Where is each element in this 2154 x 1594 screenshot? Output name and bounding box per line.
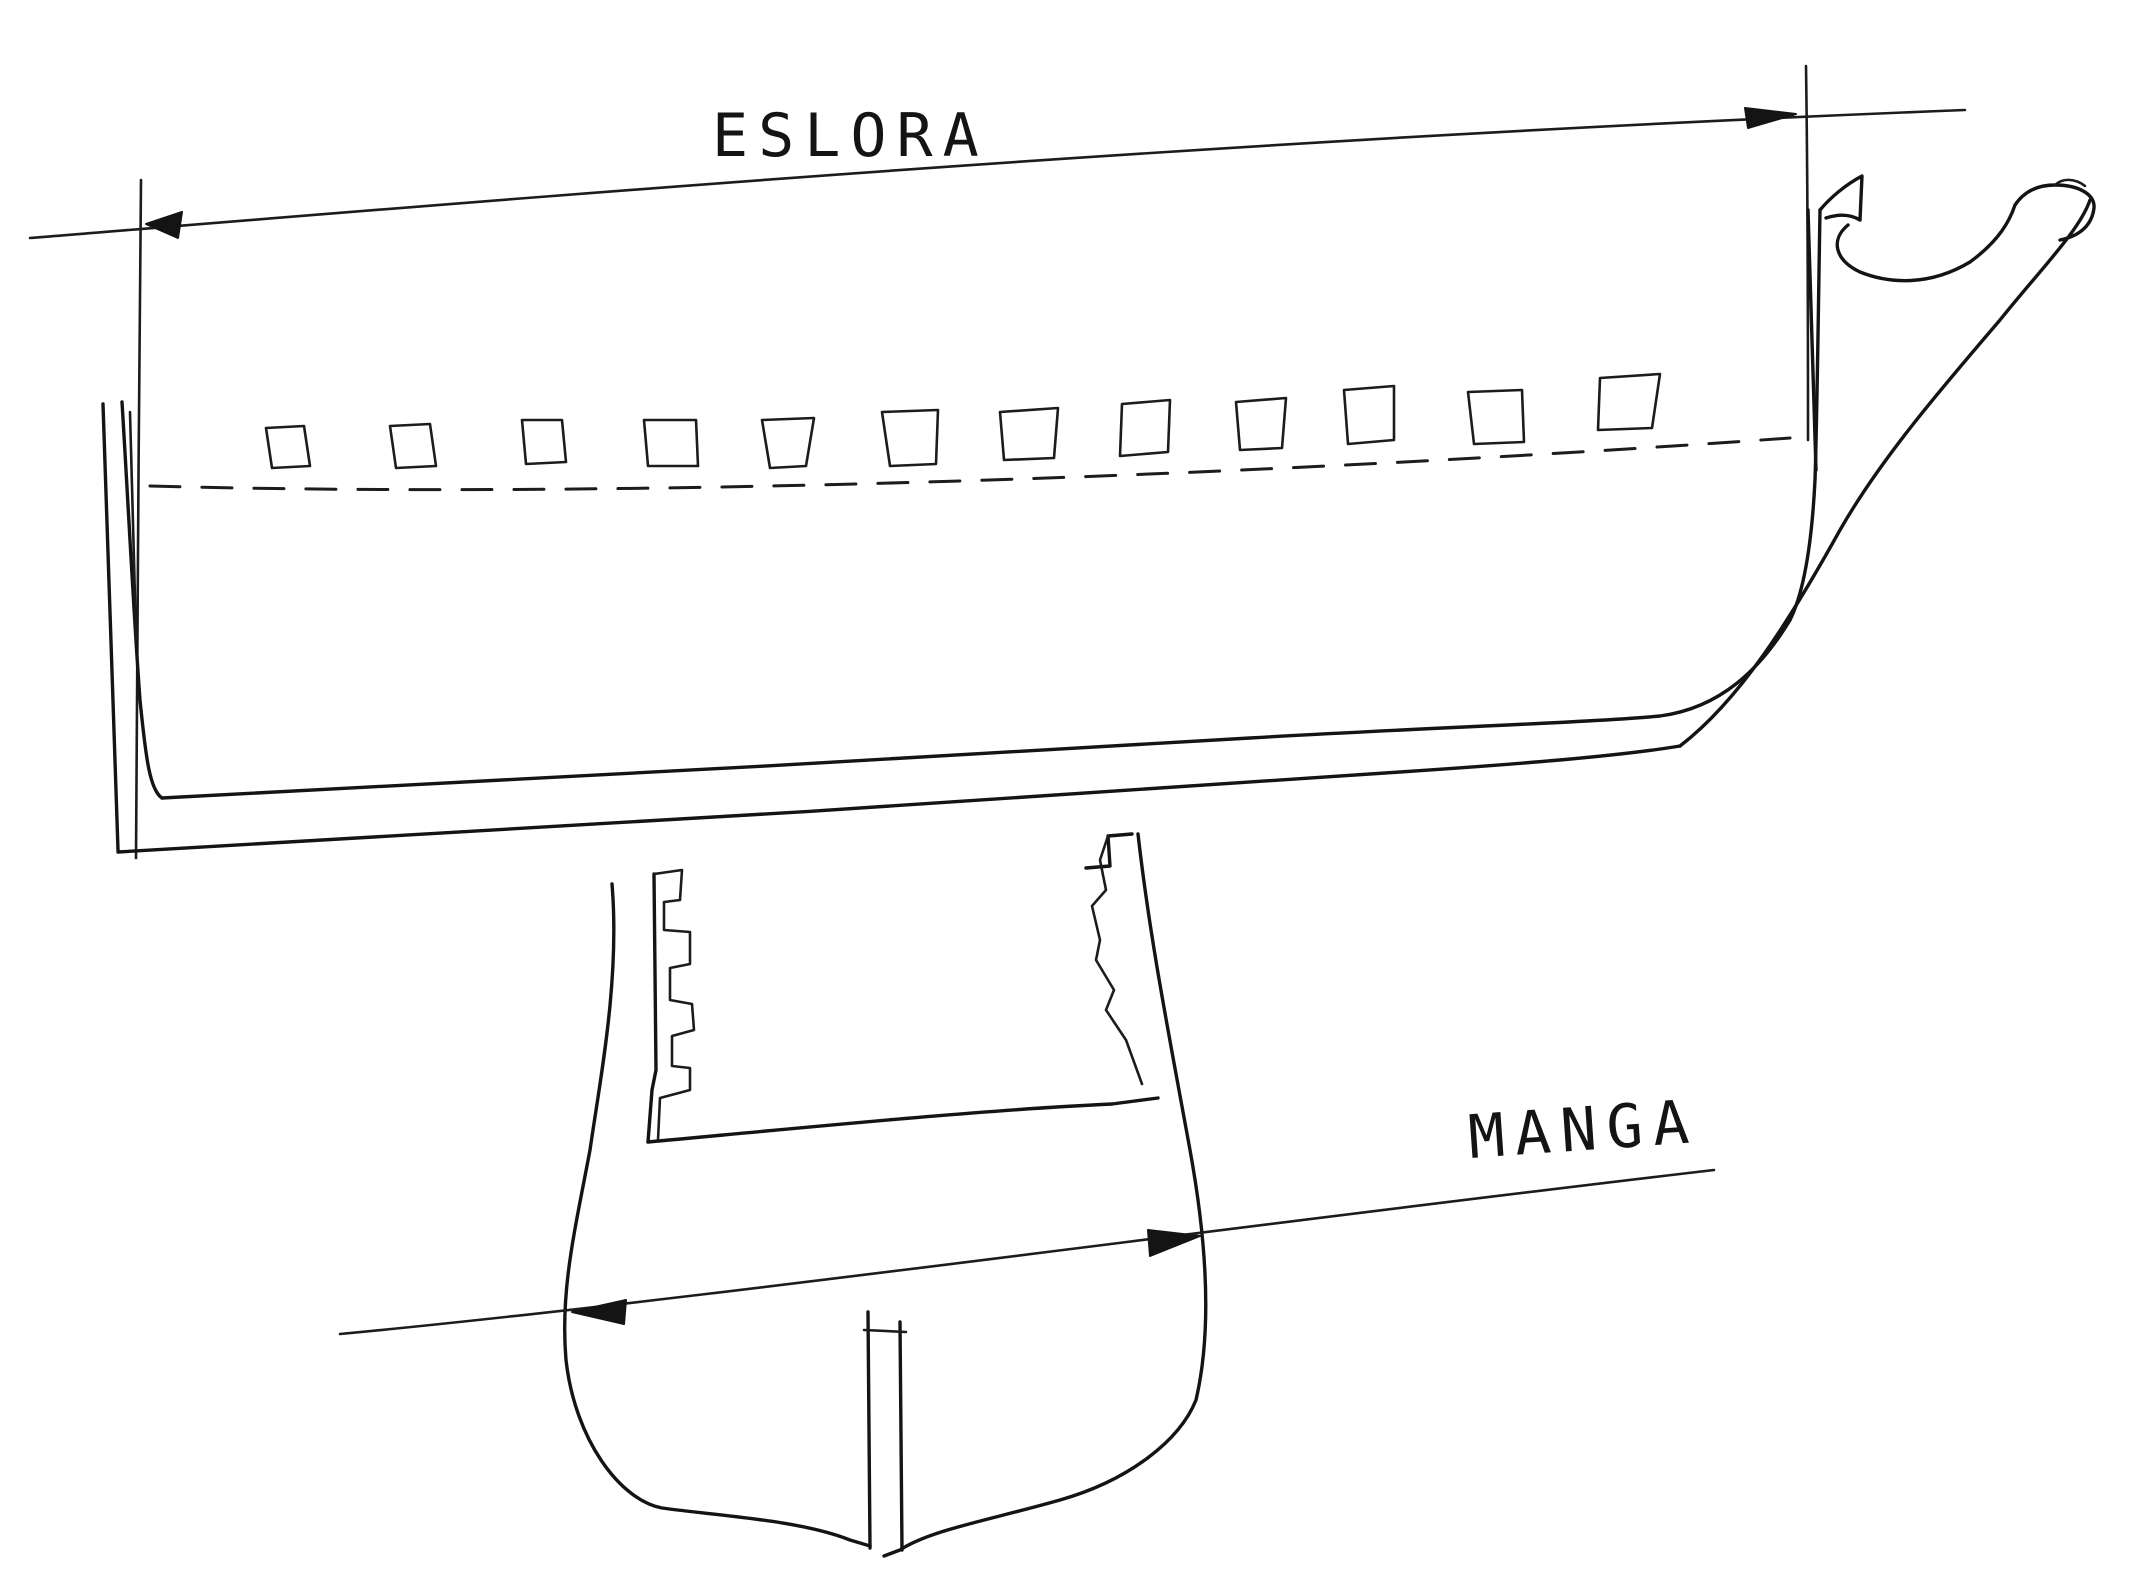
section-left-notches xyxy=(652,868,696,1142)
section-keel-post xyxy=(866,1310,904,1552)
keel-lower xyxy=(116,744,1682,854)
section-deck-beam xyxy=(646,1096,1160,1144)
figurehead-scroll xyxy=(1835,183,2096,283)
figurehead-tip xyxy=(2053,178,2087,188)
stern-post-inner xyxy=(128,410,138,642)
length-arrow-left xyxy=(145,211,183,239)
beam-arrow-right xyxy=(1147,1229,1201,1257)
length-arrow-right xyxy=(1744,107,1797,129)
keel-upper xyxy=(160,618,1792,800)
length-right-extension xyxy=(1804,64,1810,442)
beam-arrow-left xyxy=(571,1299,627,1325)
section-keel-post-top xyxy=(862,1328,908,1334)
gunport xyxy=(642,418,700,468)
beam-dimension-line xyxy=(338,1168,1716,1336)
stem-post-top xyxy=(1806,174,1864,472)
section-left-frame-inner xyxy=(646,872,658,1144)
gunport xyxy=(1596,372,1662,432)
gunport xyxy=(388,422,438,470)
gunport xyxy=(520,418,568,466)
section-right-frame-outer xyxy=(882,832,1208,1558)
gunport xyxy=(998,406,1060,462)
length-dimension-line xyxy=(28,108,1967,240)
stern-post xyxy=(101,400,164,852)
gunport xyxy=(760,416,816,470)
gunport xyxy=(264,424,312,470)
gunports xyxy=(264,372,1662,470)
gunport xyxy=(1342,384,1396,446)
beam-label: MANGA xyxy=(1466,1087,1701,1173)
length-left-extension xyxy=(134,178,143,860)
gunport xyxy=(1118,398,1172,458)
section-right-notches xyxy=(1090,834,1144,1086)
hull-cross-section: MANGA xyxy=(338,832,1716,1558)
hull-side-view: ESLORA xyxy=(28,64,2096,860)
bow-stem-outer xyxy=(1678,198,2092,748)
gunport xyxy=(1234,396,1288,452)
length-label: ESLORA xyxy=(712,101,989,171)
section-left-frame-outer xyxy=(562,882,872,1548)
gunport xyxy=(1466,388,1526,446)
section-right-frame-inner xyxy=(1084,832,1134,870)
gunport xyxy=(880,408,940,468)
gunport-line xyxy=(148,436,1792,492)
